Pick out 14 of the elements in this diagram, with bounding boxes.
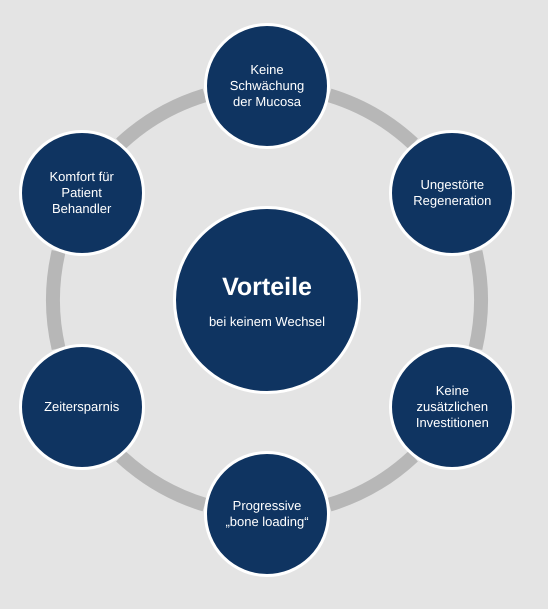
- subtitle-text: bei keinem Wechsel: [208, 314, 326, 328]
- node-text: Keine Schwächung der Mucosa: [228, 62, 306, 110]
- node-text: Komfort für Patient Behandler: [48, 169, 115, 217]
- title-text: Vorteile: [222, 272, 312, 302]
- ring-connector: [326, 450, 418, 512]
- ring-connector: [468, 250, 488, 350]
- node-text: Ungestörte Regeneration: [412, 177, 492, 209]
- ring-connector: [46, 250, 66, 350]
- node-text: Progressive „bone loading“: [224, 498, 310, 530]
- node-text: Zeitersparnis: [43, 399, 120, 415]
- ring-connector: [116, 88, 208, 150]
- node-text: Keine zusätzlichen Investitionen: [414, 383, 490, 431]
- ring-connector: [116, 450, 208, 512]
- ring-connector: [326, 88, 418, 150]
